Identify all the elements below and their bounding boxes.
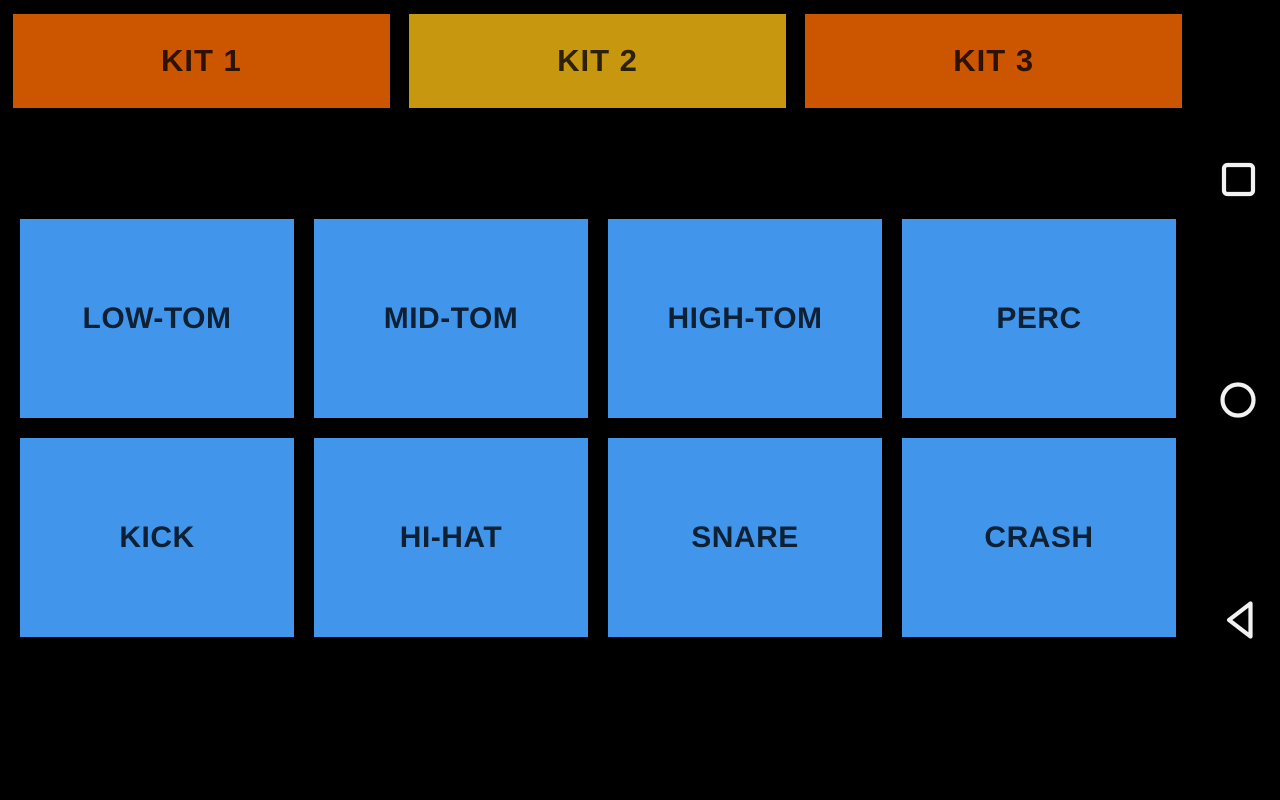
nav-home-button[interactable] [1214,376,1262,424]
pad-perc[interactable]: PERC [902,219,1176,418]
pad-kick-label: KICK [119,520,195,554]
kit-1-label: KIT 1 [160,43,242,78]
drum-pad-grid: LOW-TOM MID-TOM HIGH-TOM PERC KICK HI-HA… [20,219,1176,637]
pad-snare-label: SNARE [691,520,799,554]
kit-3-button[interactable]: KIT 3 [805,14,1183,108]
pad-mid-tom-label: MID-TOM [383,301,519,335]
kit-selector-row: KIT 1 KIT 2 KIT 3 [13,14,1183,108]
pad-low-tom[interactable]: LOW-TOM [20,219,294,418]
pad-snare[interactable]: SNARE [608,438,882,637]
pad-hi-hat-label: HI-HAT [399,520,503,554]
android-nav-bar [1184,0,1280,800]
pad-high-tom-label: HIGH-TOM [667,301,823,335]
square-icon [1221,162,1256,197]
nav-back-button[interactable] [1214,596,1262,644]
circle-icon [1220,382,1256,418]
kit-3-label: KIT 3 [953,43,1035,78]
pad-mid-tom[interactable]: MID-TOM [314,219,588,418]
pad-kick[interactable]: KICK [20,438,294,637]
pad-hi-hat[interactable]: HI-HAT [314,438,588,637]
triangle-left-icon [1222,599,1255,641]
kit-2-button[interactable]: KIT 2 [409,14,786,108]
kit-2-label: KIT 2 [557,43,638,78]
pad-perc-label: PERC [996,301,1082,335]
kit-1-button[interactable]: KIT 1 [13,14,390,108]
pad-high-tom[interactable]: HIGH-TOM [608,219,882,418]
pad-low-tom-label: LOW-TOM [82,301,232,335]
pad-crash-label: CRASH [984,520,1094,554]
nav-recents-button[interactable] [1214,155,1262,203]
pad-crash[interactable]: CRASH [902,438,1176,637]
